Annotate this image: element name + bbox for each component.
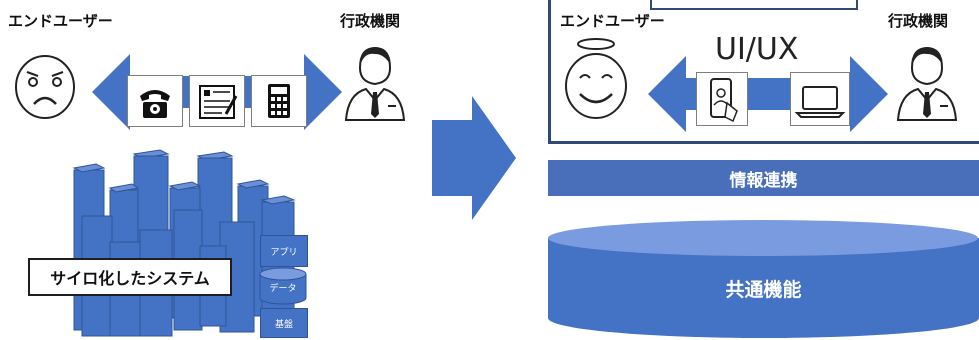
uiux-top-tab: [650, 0, 858, 10]
official-person-icon: [344, 46, 406, 121]
common-functions-label: 共通機能: [725, 278, 802, 301]
layer-base: 基盤: [260, 308, 308, 338]
right-government-label: 行政機関: [888, 12, 949, 30]
silo-label: サイロ化したシステム: [28, 258, 232, 296]
laptop-icon: [790, 72, 850, 126]
layer-data: データ: [269, 283, 297, 294]
official-person-icon: [896, 46, 958, 121]
layer-data-cylinder: [259, 267, 307, 305]
right-end-user-label: エンドユーザー: [560, 12, 665, 30]
left-government-label: 行政機関: [340, 12, 401, 30]
smartphone-icon: [696, 72, 748, 126]
left-end-user-label: エンドユーザー: [8, 12, 113, 30]
sad-face-icon: [15, 55, 75, 119]
right-double-arrow: [648, 56, 888, 132]
telephone-icon: [127, 75, 183, 127]
transition-arrow: [432, 96, 516, 220]
layer-app: アプリ: [260, 235, 308, 267]
calculator-icon: [251, 75, 307, 127]
paper-form-icon: [189, 75, 245, 127]
uiux-frame: [548, 0, 979, 144]
uiux-label: UI/UX: [715, 32, 799, 67]
info-link-bar: 情報連携: [548, 160, 979, 196]
happy-face-icon: [565, 38, 627, 119]
common-functions-cylinder: [548, 220, 979, 339]
